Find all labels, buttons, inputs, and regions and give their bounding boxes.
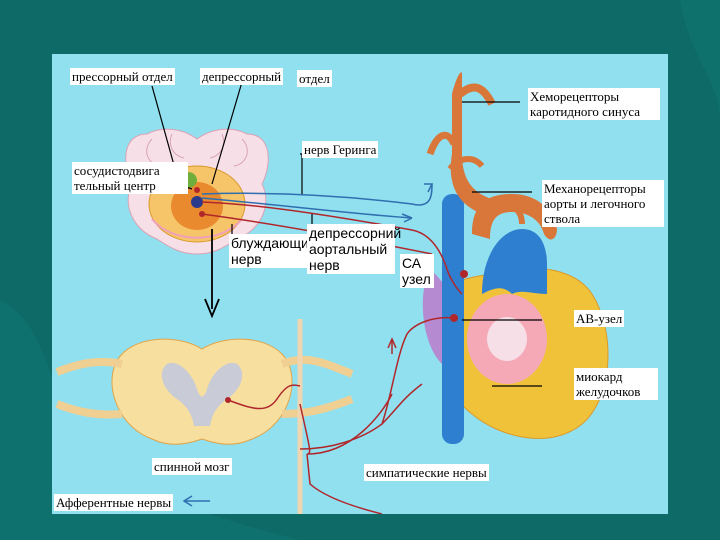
afferent-nerves <box>201 183 434 223</box>
depressor-center-label-part1: депрессорный <box>200 68 284 85</box>
afferent-legend-arrow <box>182 495 210 507</box>
aortic-depressor-nerve-label: депрессорний аортальный нерв <box>307 224 402 274</box>
cardiovascular-regulation-diagram <box>55 72 609 514</box>
label-leader-lines <box>141 81 542 387</box>
sa-node-label: СА узел <box>400 254 434 288</box>
hering-nerve-label: нерв Геринга <box>302 141 379 158</box>
depressor-center-label-part2: отдел <box>297 70 332 87</box>
av-node-label: АВ-узел <box>574 310 625 327</box>
efferent-nerves <box>201 201 463 514</box>
afferent-nerves-legend-label: Афферентные нервы <box>54 494 174 511</box>
diagram-panel: прессорный отдел депрессорный отдел Хемо… <box>52 54 668 514</box>
ventricular-myocardium-label: миокард желудочков <box>574 368 658 400</box>
aortic-pulmonary-mechanoreceptors-label: Механорецепторы аорты и легочного ствола <box>542 180 664 227</box>
vagus-nerve-label: блуждающий нерв <box>229 234 317 268</box>
spinal-cord-label: спинной мозг <box>152 458 232 475</box>
spinal-cord-cross-section <box>55 338 354 445</box>
vasomotor-center-label: сосудистодвига тельный центр <box>72 162 188 194</box>
vagus-descending-pathway <box>204 229 220 319</box>
carotid-chemoreceptors-label: Хеморецепторы каротидного синуса <box>528 88 660 120</box>
pressor-center-label: прессорный отдел <box>70 68 175 85</box>
sympathetic-nerves-label: симпатические нервы <box>364 464 489 481</box>
